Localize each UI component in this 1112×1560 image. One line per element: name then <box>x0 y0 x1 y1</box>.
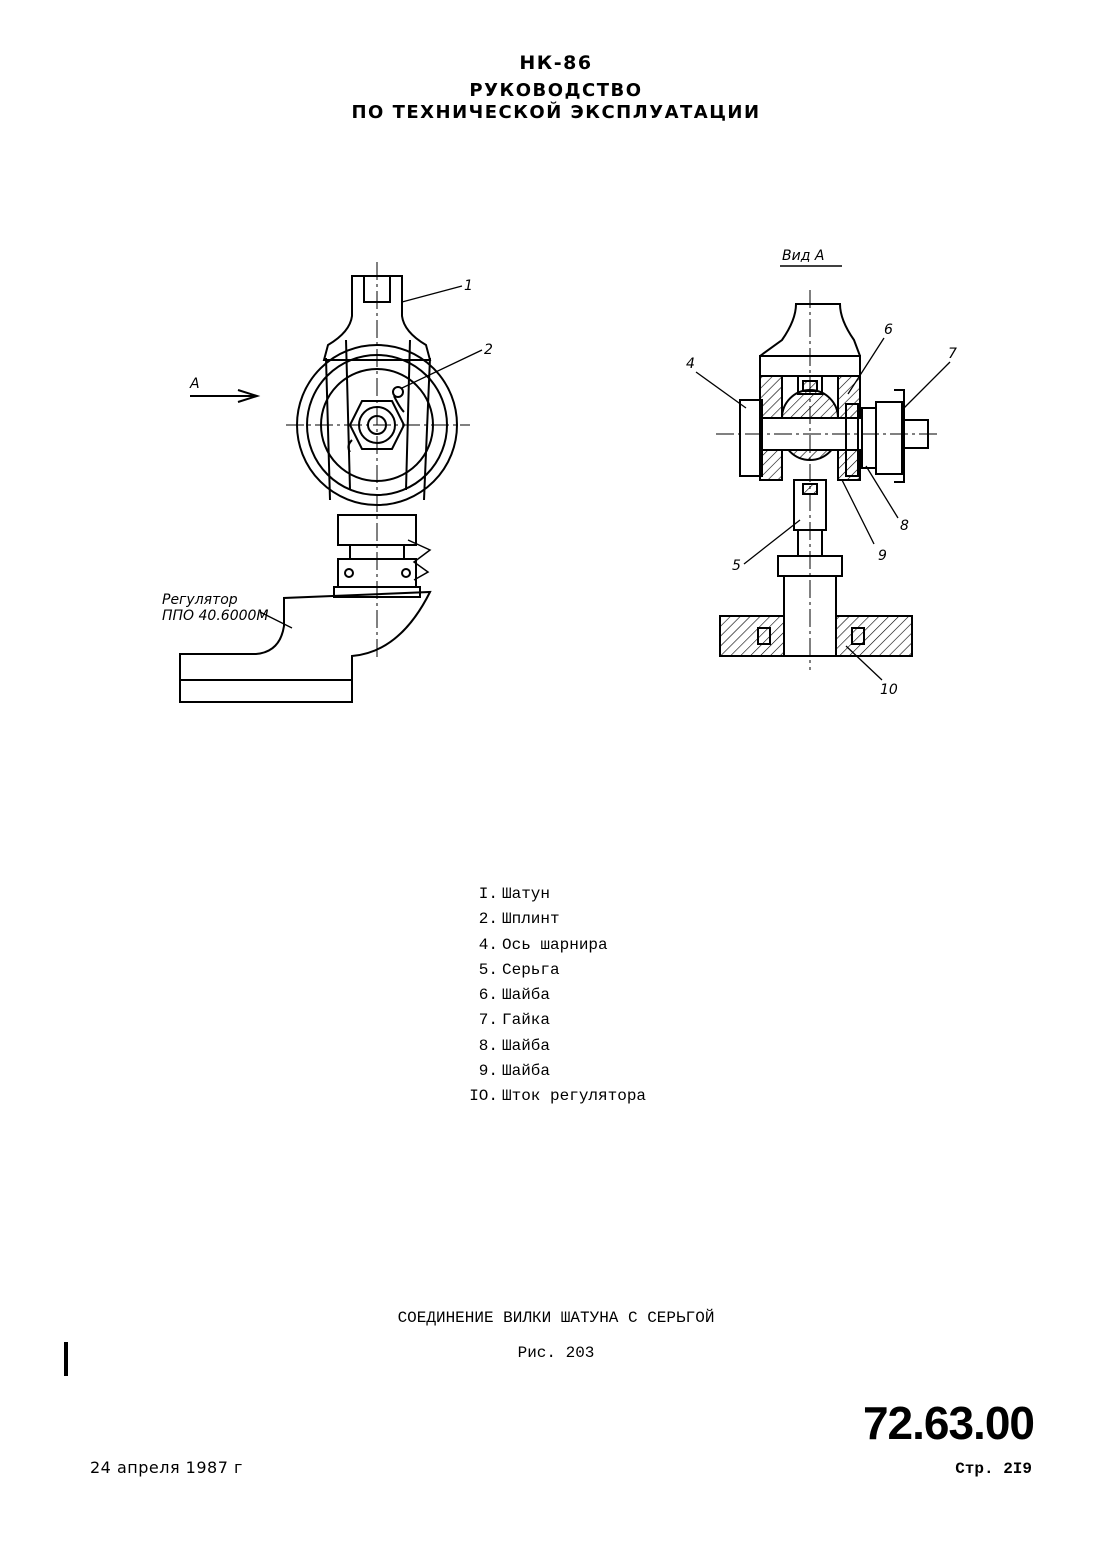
legend-item: 9.Шайба <box>478 1062 551 1081</box>
callout-8: 8 <box>900 518 909 534</box>
callout-9: 9 <box>878 548 887 564</box>
revision-bar <box>64 1342 68 1376</box>
legend-item: 2.Шплинт <box>478 910 560 929</box>
front-view <box>179 275 458 703</box>
legend-item: IO.Шток регулятора <box>469 1087 647 1106</box>
regulator-label-line2: ППО 40.6000М <box>162 608 269 624</box>
document-model: НК-86 <box>519 52 593 74</box>
document-title-line1: РУКОВОДСТВО <box>469 80 643 101</box>
legend-item: 6.Шайба <box>478 986 551 1005</box>
legend-item: 8.Шайба <box>478 1036 551 1055</box>
section-view-a <box>719 265 929 657</box>
document-title-line2: ПО ТЕХНИЧЕСКОЙ ЭКСПЛУАТАЦИИ <box>351 102 761 123</box>
legend-item: 4.Ось шарнира <box>478 935 608 954</box>
callout-4: 4 <box>686 356 695 372</box>
regulator-label-line1: Регулятор <box>162 592 238 608</box>
legend-item: 7.Гайка <box>478 1011 551 1030</box>
callout-10: 10 <box>880 682 898 698</box>
page-number: Стр. 2I9 <box>955 1460 1032 1478</box>
legend-item: I.Шатун <box>478 885 551 903</box>
callout-2: 2 <box>484 342 493 358</box>
callout-7: 7 <box>948 346 957 362</box>
parts-legend: I.Шатун 2.Шплинт 4.Ось шарнира 5.Серьга … <box>450 882 646 1110</box>
view-arrow-label: А <box>189 376 200 392</box>
legend-item: 5.Серьга <box>478 960 560 979</box>
figure-caption: СОЕДИНЕНИЕ ВИЛКИ ШАТУНА С СЕРЬГОЙ <box>397 1309 715 1327</box>
callout-6: 6 <box>884 322 893 338</box>
callout-5: 5 <box>732 558 741 574</box>
technical-drawing: А Регулятор ППО 40.6000М 1 2 Вид А 4 6 7… <box>162 248 957 703</box>
callout-1: 1 <box>464 278 473 294</box>
document-code: 72.63.00 <box>862 1397 1035 1449</box>
view-a-label: Вид А <box>782 248 824 264</box>
figure-number: Рис. 203 <box>517 1344 595 1362</box>
issue-date: 24 апреля 1987 г <box>90 1458 243 1477</box>
